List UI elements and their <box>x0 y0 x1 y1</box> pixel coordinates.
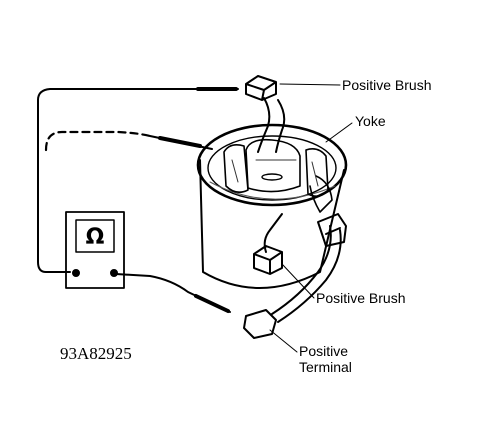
label-yoke: Yoke <box>355 113 386 129</box>
solid-test-lead <box>37 88 239 273</box>
positive-terminal <box>243 213 347 339</box>
probe-clip-dashed <box>158 136 202 148</box>
field-coil <box>223 138 333 213</box>
yoke-side-wall <box>199 159 345 289</box>
terminal-bracket <box>317 213 347 247</box>
dashed-test-lead <box>44 130 152 152</box>
ohmmeter-jack-right <box>110 269 118 277</box>
ohmmeter-body <box>65 211 125 289</box>
ohmmeter-symbol: Ω <box>86 225 105 250</box>
pole-shoe-right <box>309 175 333 213</box>
probe-clip-bottom <box>194 294 230 313</box>
yoke-housing <box>196 123 348 289</box>
label-positive-brush-top: Positive Brush <box>342 77 431 93</box>
figure-id: 93A82925 <box>60 344 132 363</box>
yoke-rim-inner <box>207 135 337 201</box>
terminal-lead <box>271 225 342 323</box>
ohmmeter-display <box>75 219 115 253</box>
label-positive-terminal-line1: Positive <box>299 343 348 359</box>
terminal-lug <box>243 309 277 339</box>
field-coil-center <box>245 138 301 193</box>
field-coil-left <box>223 144 249 194</box>
meter-to-terminal-lead <box>115 273 231 313</box>
ohmmeter-jack-left <box>72 269 80 277</box>
leader-positive-brush-bottom <box>281 263 315 299</box>
brush-lead-bottom <box>263 213 283 253</box>
positive-brush-top <box>245 75 286 153</box>
field-coil-right <box>305 148 329 198</box>
ohmmeter <box>65 211 125 289</box>
pole-shoe-slot <box>261 173 283 181</box>
leader-positive-brush-top <box>279 83 341 86</box>
brush-lead-strap-top <box>257 97 286 153</box>
brush-block-top <box>245 75 277 101</box>
positive-brush-bottom <box>253 213 283 275</box>
leader-yoke <box>325 122 353 143</box>
label-positive-brush-bottom: Positive Brush <box>316 290 405 306</box>
coil-shading <box>231 159 319 187</box>
yoke-rim-outer <box>196 123 348 207</box>
brush-block-bottom <box>253 245 283 275</box>
yoke-edge-shadow <box>209 181 336 200</box>
label-positive-terminal-line2: Terminal <box>299 359 352 375</box>
leader-positive-terminal <box>269 329 298 353</box>
